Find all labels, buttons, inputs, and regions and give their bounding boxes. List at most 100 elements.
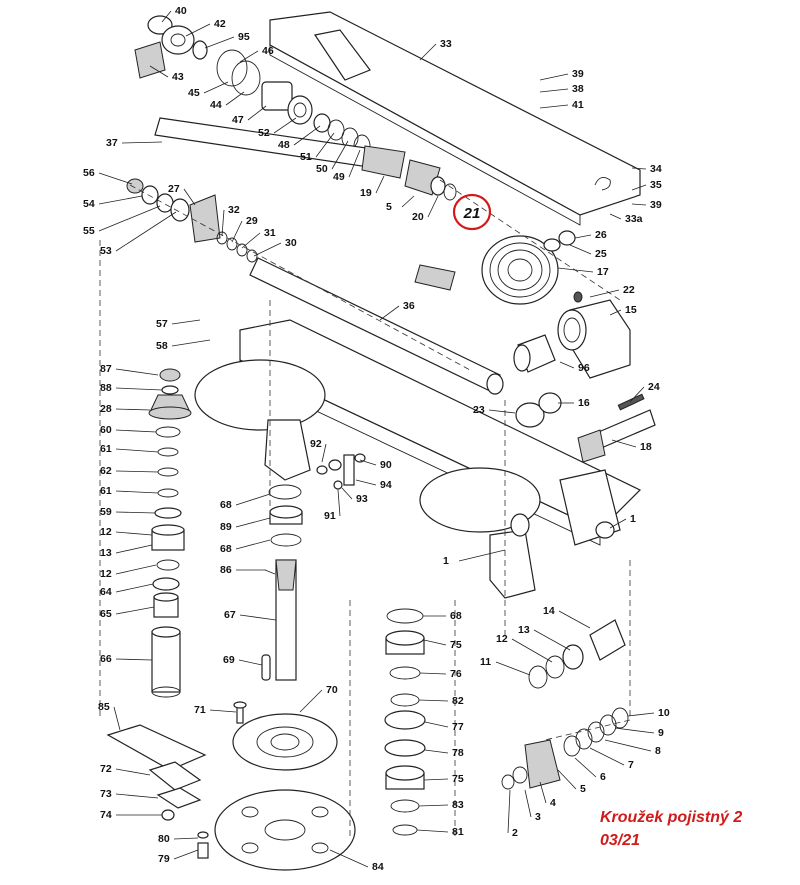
callout-number: 68 — [450, 610, 462, 622]
callout-number: 44 — [210, 99, 222, 111]
cutter-disc-group — [214, 701, 356, 871]
callout-leader — [458, 549, 506, 562]
callout-number: 20 — [412, 211, 424, 223]
callout-leader — [604, 739, 652, 752]
callout-number: 18 — [640, 441, 652, 453]
callout-leader — [379, 305, 400, 321]
callout-number: 23 — [473, 404, 485, 416]
callout-number: 46 — [262, 45, 274, 57]
callout-leader — [337, 489, 341, 517]
callout-number: 4 — [550, 797, 556, 809]
callout-leader — [185, 23, 211, 37]
callout-number: 39 — [572, 68, 584, 80]
callout-leader — [533, 629, 571, 651]
assembly-lines — [99, 179, 631, 840]
callout-leader — [231, 220, 243, 243]
callout-number: 83 — [452, 799, 464, 811]
callout-leader — [511, 638, 553, 663]
callout-leader — [171, 319, 201, 325]
callout-number: 74 — [100, 809, 112, 821]
callout-number: 34 — [650, 163, 662, 175]
callout-number: 94 — [380, 479, 392, 491]
callout-number: 40 — [175, 5, 187, 17]
callout-leader — [171, 339, 211, 347]
callout-number: 12 — [100, 568, 112, 580]
callout-number: 80 — [158, 833, 170, 845]
callout-leader — [115, 408, 151, 411]
callout-leader — [507, 789, 511, 834]
callout-number: 11 — [480, 656, 491, 668]
callout-leader — [558, 610, 591, 629]
callout-leader — [589, 747, 625, 766]
callout-leader — [329, 849, 369, 868]
callout-number: 70 — [326, 684, 338, 696]
callout-number: 25 — [595, 248, 607, 260]
callout-leader — [495, 661, 531, 676]
callout-leader — [204, 36, 235, 49]
callout-leader — [419, 672, 447, 675]
callout-number: 54 — [83, 198, 95, 210]
callout-leader — [375, 175, 385, 194]
callout-leader — [98, 195, 143, 205]
callout-number: 15 — [625, 304, 637, 316]
pulley — [481, 230, 576, 305]
callout-leader — [115, 606, 155, 615]
callout-leader — [539, 104, 569, 109]
callout-leader — [539, 781, 547, 804]
callout-number: 19 — [360, 187, 372, 199]
callout-number: 75 — [452, 773, 464, 785]
callout-leader — [341, 487, 353, 500]
callout-leader — [539, 73, 569, 81]
callout-leader — [239, 614, 277, 621]
left-gear-group — [126, 178, 258, 263]
callout-number: 43 — [172, 71, 184, 83]
callout-number: 82 — [452, 695, 464, 707]
part-caption: Kroužek pojistný 2 03/21 — [600, 806, 790, 852]
callout-leader — [331, 140, 349, 170]
callout-number: 13 — [100, 547, 112, 559]
callout-number: 2 — [512, 827, 518, 839]
callout-number: 6 — [600, 771, 606, 783]
callout-leader — [235, 517, 271, 528]
callout-leader — [115, 490, 159, 494]
callout-number: 30 — [285, 237, 297, 249]
callout-number: 5 — [580, 783, 586, 795]
callout-leader — [115, 470, 159, 473]
callout-leader — [115, 511, 156, 514]
callout-number: 90 — [380, 459, 392, 471]
callout-leader — [574, 234, 592, 239]
callout-leader — [574, 757, 597, 778]
callout-number: 9 — [658, 727, 664, 739]
callout-number: 13 — [518, 624, 530, 636]
callout-number: 28 — [100, 403, 112, 415]
callout-leader — [321, 443, 327, 463]
callout-leader — [539, 88, 569, 93]
highlighted-part-21: 21 — [452, 193, 492, 231]
callout-leader — [115, 583, 154, 593]
vertical-shaft-group — [261, 484, 303, 681]
callout-leader — [614, 727, 655, 734]
callout-number: 56 — [83, 167, 95, 179]
callout-number: 17 — [597, 266, 609, 278]
upper-drive-shaft — [154, 117, 457, 201]
callout-leader — [359, 459, 377, 466]
bearing-housing-group — [513, 291, 656, 463]
callout-leader — [235, 539, 271, 550]
callout-leader — [241, 232, 261, 249]
callout-leader — [115, 658, 153, 661]
callout-leader — [609, 213, 622, 220]
callout-leader — [209, 709, 237, 713]
callout-number: 22 — [623, 284, 635, 296]
callout-leader — [631, 203, 647, 206]
callout-leader — [238, 659, 263, 666]
callout-leader — [627, 712, 655, 717]
callout-number: 26 — [595, 229, 607, 241]
callout-leader — [559, 361, 575, 369]
callout-number: 75 — [450, 639, 462, 651]
callout-leader — [424, 749, 449, 754]
callout-leader — [98, 205, 161, 232]
long-shaft — [249, 257, 504, 395]
bracket-group — [316, 453, 366, 490]
